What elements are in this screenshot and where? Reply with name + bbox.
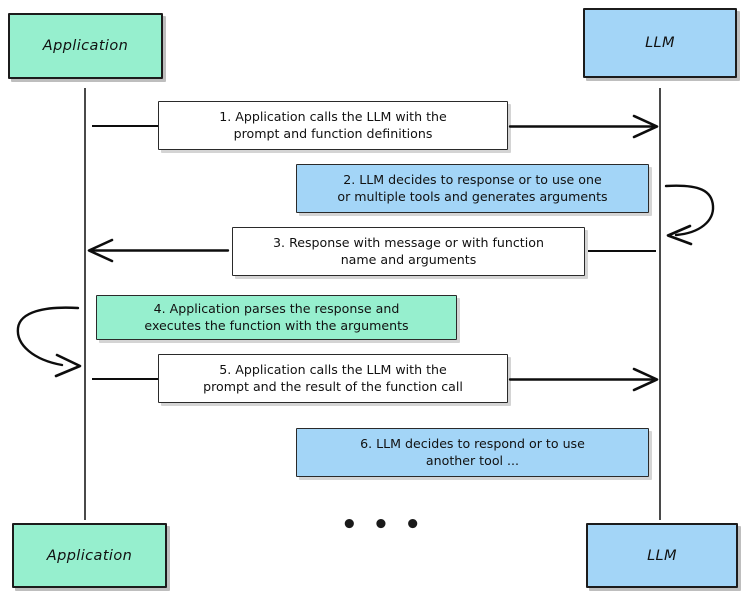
actor-box-application-bottom[interactable]: Application — [12, 523, 167, 588]
arrow-message-5 — [508, 367, 659, 392]
actor-label-application-top: Application — [42, 38, 129, 54]
message-text-1: 1. Application calls the LLM with the pr… — [219, 108, 447, 141]
actor-box-llm-bottom[interactable]: LLM — [586, 523, 738, 588]
message-3-line-right — [588, 250, 656, 253]
message-1-line-left — [92, 125, 158, 128]
actor-label-llm-top: LLM — [645, 35, 675, 51]
actor-label-llm-bottom: LLM — [647, 547, 677, 564]
message-text-2: 2. LLM decides to response or to use one… — [337, 171, 608, 204]
message-text-3: 3. Response with message or with functio… — [273, 234, 544, 267]
message-box-1[interactable]: 1. Application calls the LLM with the pr… — [158, 101, 508, 150]
continuation-ellipsis-text: • • • — [341, 510, 424, 540]
message-box-3[interactable]: 3. Response with message or with functio… — [232, 227, 585, 276]
message-text-5: 5. Application calls the LLM with the pr… — [203, 361, 463, 394]
message-5-line-left — [92, 378, 158, 381]
arrow-message-3 — [87, 238, 230, 263]
message-box-4[interactable]: 4. Application parses the response and e… — [96, 295, 457, 340]
actor-label-application-bottom: Application — [46, 547, 133, 564]
actor-box-llm-top[interactable]: LLM — [583, 8, 737, 78]
message-text-6: 6. LLM decides to respond or to use anot… — [360, 435, 585, 468]
continuation-ellipsis: • • • — [341, 512, 424, 538]
message-box-5[interactable]: 5. Application calls the LLM with the pr… — [158, 354, 508, 403]
lifeline-llm — [659, 88, 661, 520]
message-box-2[interactable]: 2. LLM decides to response or to use one… — [296, 164, 649, 213]
self-loop-application — [16, 306, 82, 378]
self-loop-llm-top — [664, 184, 715, 246]
arrow-message-1 — [508, 114, 659, 139]
actor-box-application-top[interactable]: Application — [8, 13, 163, 79]
message-box-6[interactable]: 6. LLM decides to respond or to use anot… — [296, 428, 649, 477]
lifeline-application — [84, 88, 86, 520]
message-text-4: 4. Application parses the response and e… — [144, 300, 409, 333]
